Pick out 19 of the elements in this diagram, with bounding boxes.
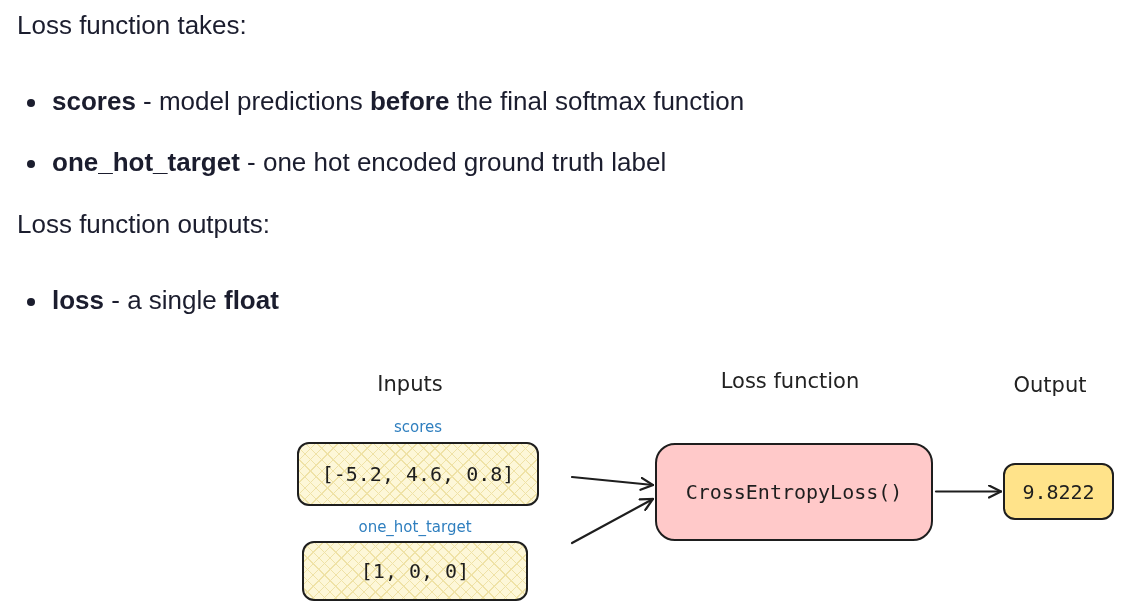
- output-value: 9.8222: [1022, 479, 1095, 504]
- function-name: CrossEntropyLoss(): [685, 480, 903, 504]
- column-heading: Loss function: [720, 369, 860, 393]
- section-heading: Loss function outputs:: [17, 209, 270, 240]
- input-value: [1, 0, 0]: [360, 559, 470, 583]
- input-value: [-5.2, 4.6, 0.8]: [321, 462, 515, 486]
- bullet-text: one_hot_target - one hot encoded ground truth label: [52, 147, 667, 178]
- input-name: one_hot_target: [357, 518, 473, 536]
- output-box: [1003, 463, 1114, 520]
- arrow: [934, 484, 1003, 499]
- bullet-text: scores - model predictions before the final softmax function: [52, 86, 745, 117]
- column-heading: Inputs: [377, 372, 443, 396]
- column-heading: Output: [1013, 373, 1087, 397]
- bullet-text: loss - a single float: [52, 285, 279, 316]
- arrow: [570, 497, 655, 545]
- input-name: scores: [392, 418, 444, 436]
- section-heading: Loss function takes:: [17, 10, 247, 41]
- function-box: [655, 443, 933, 541]
- arrow: [570, 475, 655, 491]
